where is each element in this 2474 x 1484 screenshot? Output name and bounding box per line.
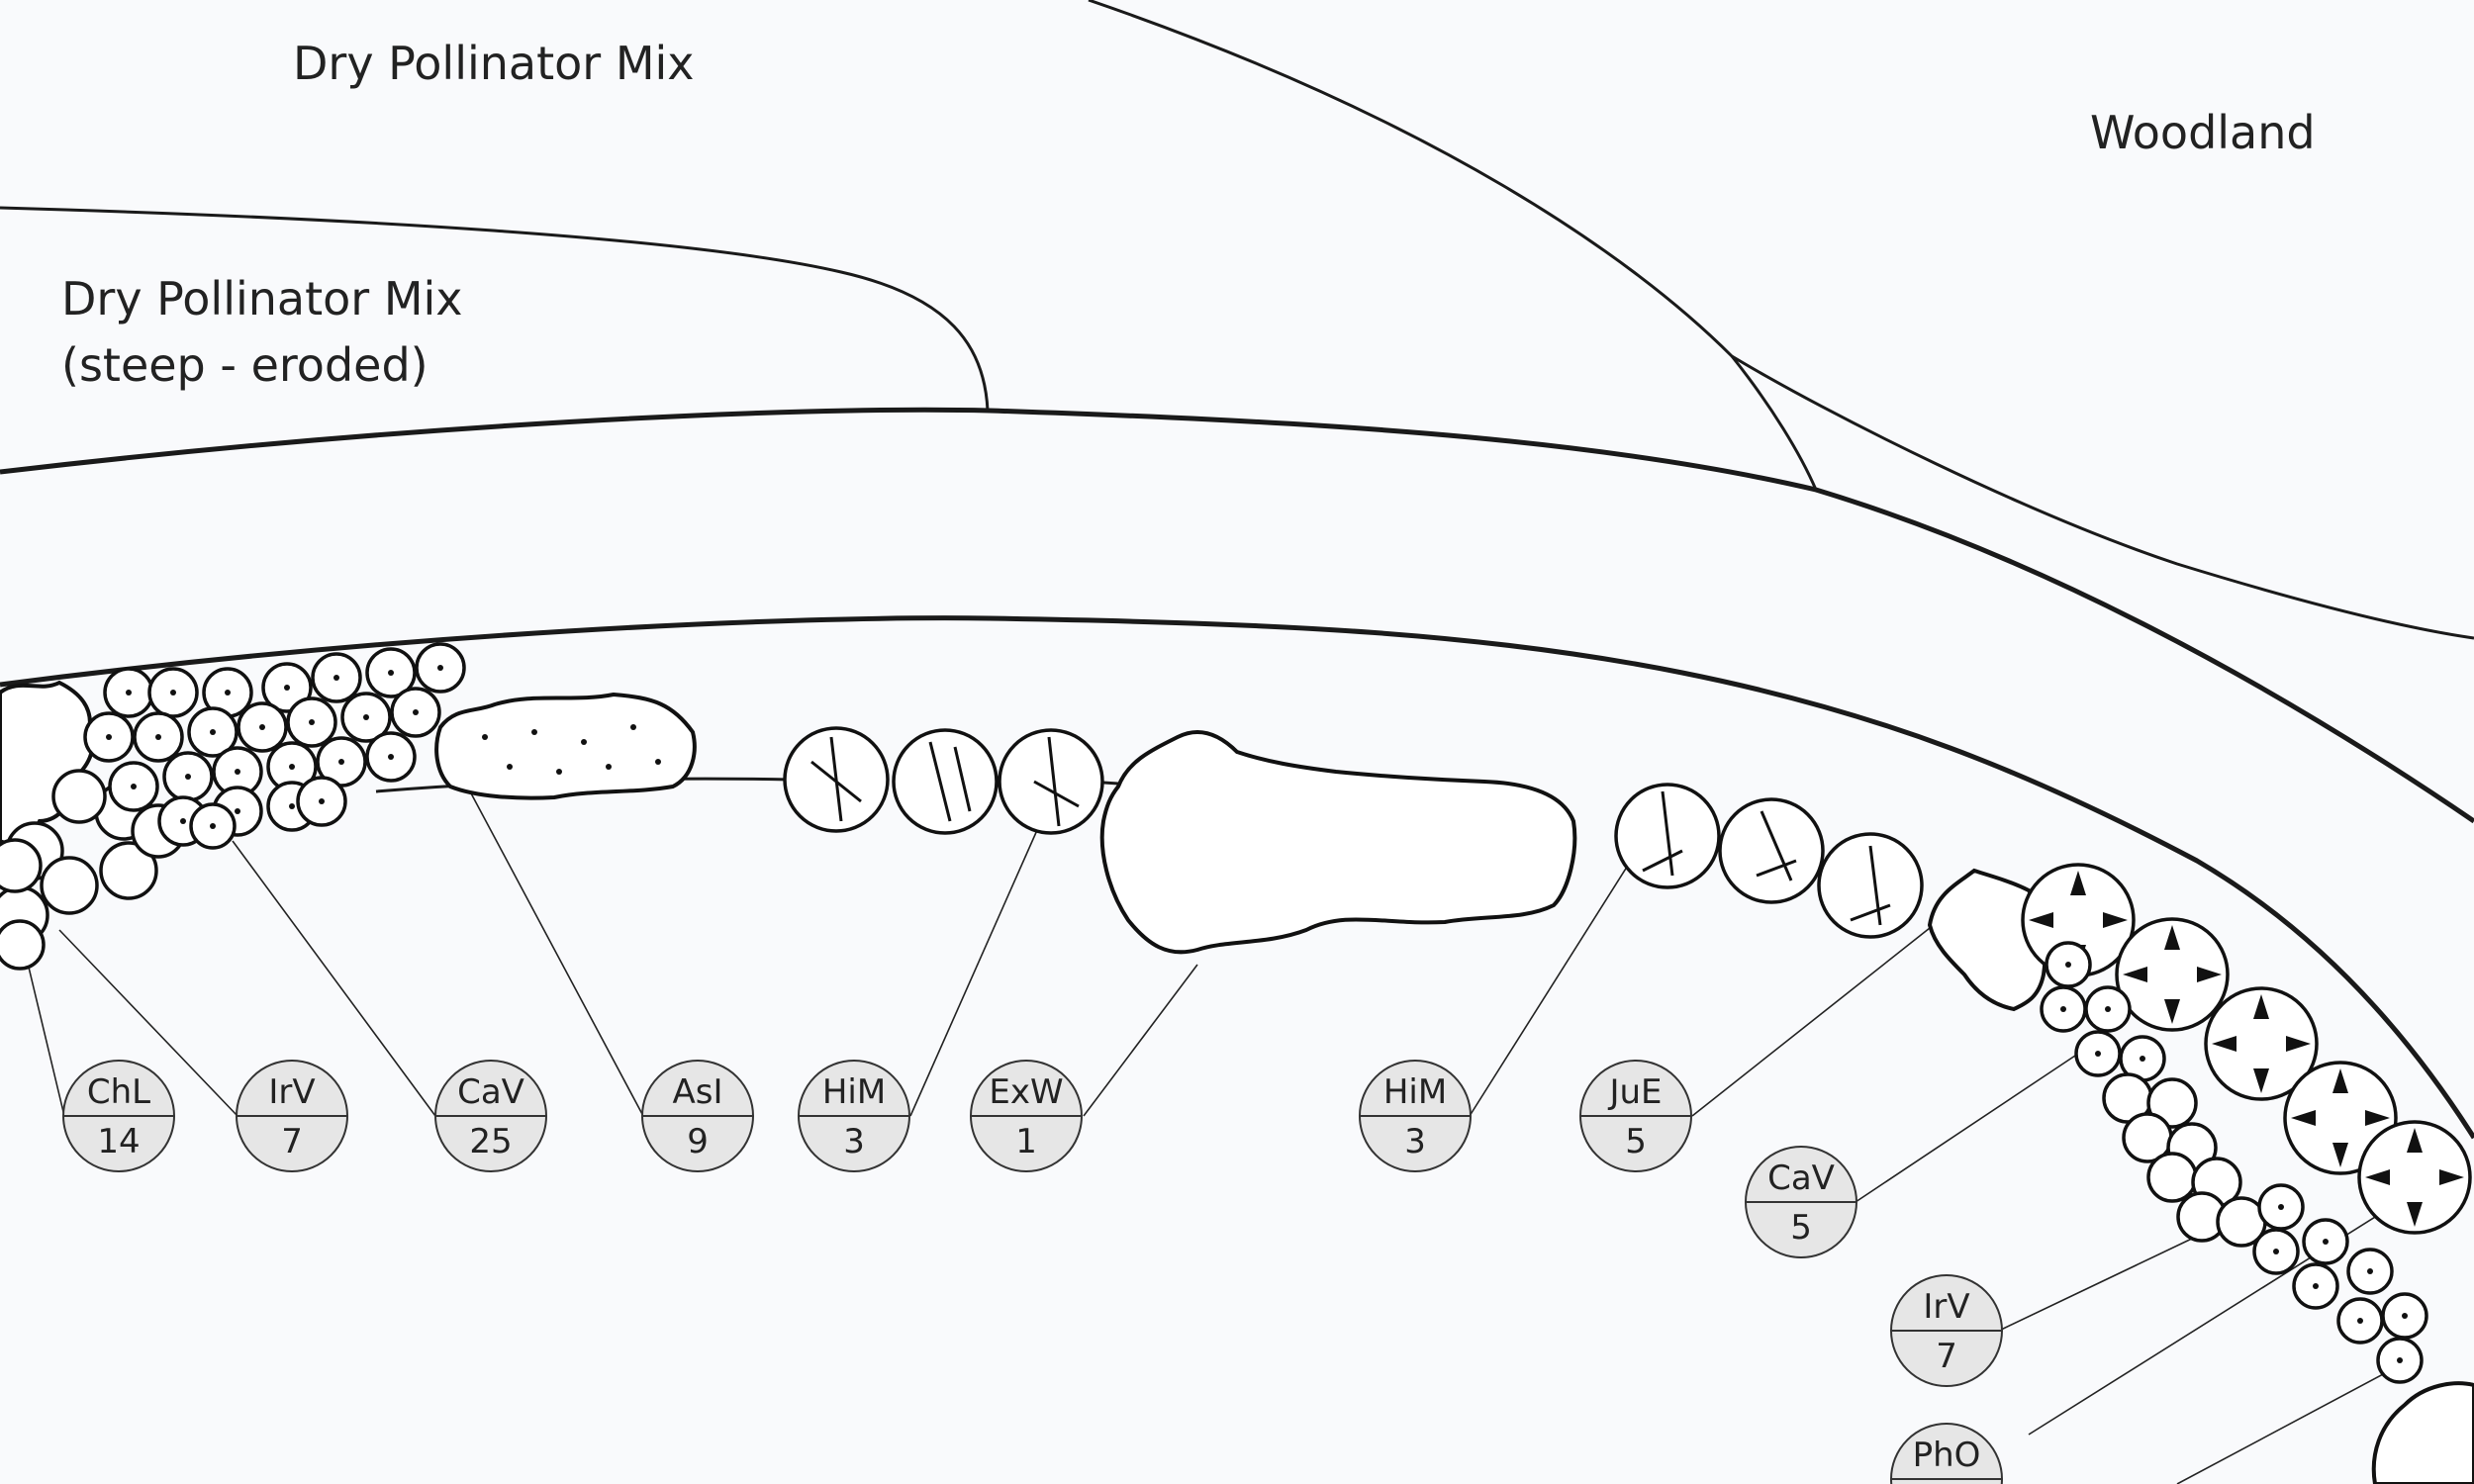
boundary-woodland-lower [1731, 354, 2474, 640]
svg-text:AsI: AsI [673, 1072, 723, 1112]
leader-lines [19, 790, 2416, 1484]
svg-text:5: 5 [1625, 1122, 1647, 1161]
svg-text:25: 25 [469, 1122, 512, 1161]
plant-group-pho [2021, 863, 2472, 1235]
species-tag-him-left[interactable]: HiM 3 [798, 1060, 910, 1172]
svg-text:3: 3 [1404, 1122, 1426, 1161]
species-tag-chl[interactable]: ChL 14 [62, 1060, 175, 1172]
plant-group-cav-irv-right [2040, 941, 2428, 1384]
plant-group-cav [83, 642, 466, 850]
boundary-steep-bottom [0, 407, 2474, 824]
svg-text:ExW: ExW [989, 1072, 1063, 1112]
species-tag-irv-right[interactable]: IrV 7 [1890, 1274, 2003, 1387]
svg-text:IrV: IrV [1923, 1287, 1969, 1327]
boundary-steep-top [0, 206, 990, 412]
boundary-woodland-edge [1088, 0, 1818, 491]
boundary-planting-bed [0, 615, 2474, 1140]
zone-label-woodland: Woodland [2090, 106, 2316, 159]
svg-text:IrV: IrV [268, 1072, 315, 1112]
species-tag-asi[interactable]: AsI 9 [641, 1060, 754, 1172]
svg-text:HiM: HiM [822, 1072, 886, 1112]
svg-text:HiM: HiM [1383, 1072, 1447, 1112]
species-tag-cav[interactable]: CaV 25 [434, 1060, 547, 1172]
species-tag-him-right[interactable]: HiM 3 [1359, 1060, 1472, 1172]
species-tag-irv[interactable]: IrV 7 [236, 1060, 348, 1172]
svg-text:JuE: JuE [1607, 1072, 1662, 1112]
plant-mass-asi [434, 692, 697, 800]
svg-text:7: 7 [1936, 1337, 1957, 1376]
plant-mass-bottom-right [2371, 1381, 2474, 1484]
plant-group-him-right [1614, 783, 1924, 939]
plant-group-chl [0, 680, 186, 971]
svg-text:9: 9 [687, 1122, 709, 1161]
zone-label-dry-pollinator-mix-steep: Dry Pollinator Mix [61, 272, 463, 325]
zone-label-dry-pollinator-mix-steep-subtitle: (steep - eroded) [61, 338, 428, 392]
svg-text:CaV: CaV [457, 1072, 524, 1112]
svg-text:PhO: PhO [1913, 1436, 1981, 1475]
svg-text:5: 5 [1790, 1208, 1812, 1248]
svg-text:7: 7 [281, 1122, 303, 1161]
zone-label-dry-pollinator-mix: Dry Pollinator Mix [293, 37, 695, 90]
svg-text:14: 14 [97, 1122, 140, 1161]
species-tag-cav-right[interactable]: CaV 5 [1745, 1146, 1857, 1258]
plant-group-him-left [783, 726, 1104, 835]
svg-text:CaV: CaV [1767, 1159, 1835, 1198]
plant-mass-exw [1099, 730, 1577, 955]
svg-text:3: 3 [843, 1122, 865, 1161]
svg-text:1: 1 [1015, 1122, 1037, 1161]
plant-mass-jue [1927, 868, 2047, 1012]
species-tag-exw[interactable]: ExW 1 [970, 1060, 1083, 1172]
species-tag-pho[interactable]: PhO [1890, 1423, 2003, 1484]
species-tag-jue[interactable]: JuE 5 [1579, 1060, 1692, 1172]
svg-text:ChL: ChL [87, 1072, 150, 1112]
